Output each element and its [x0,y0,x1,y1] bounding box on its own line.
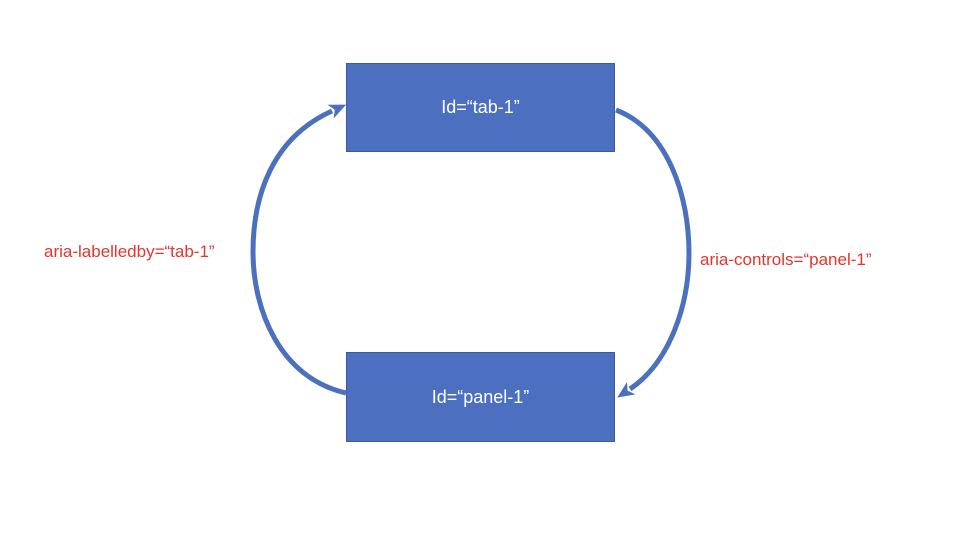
node-tab-label: Id=“tab-1” [441,97,520,117]
node-panel: Id=“panel-1” [346,352,615,442]
node-panel-label: Id=“panel-1” [431,386,530,407]
edge-label-aria-labelledby: aria-labelledby=“tab-1” [44,242,215,261]
node-tab: Id=“tab-1” [346,63,615,152]
arrow-aria-labelledby [250,104,347,396]
edge-label-aria-controls: aria-controls=“panel-1” [700,250,872,269]
arrow-aria-controls [615,107,692,398]
